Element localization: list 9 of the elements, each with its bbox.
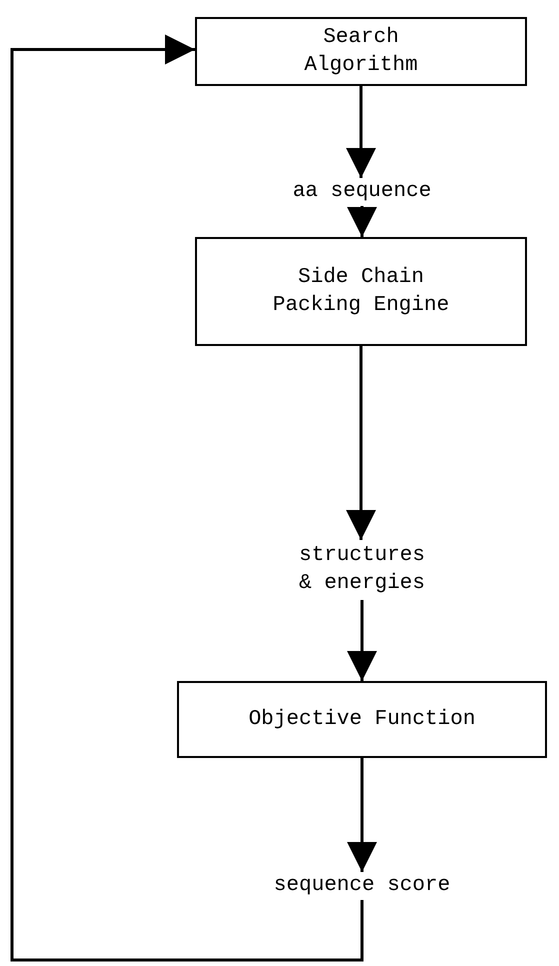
arrow: [346, 346, 376, 540]
arrow: [346, 86, 376, 178]
process-box: Objective Function: [177, 681, 547, 758]
process-box: Side Chain Packing Engine: [195, 237, 527, 346]
arrow: [347, 206, 377, 237]
process-box: Search Algorithm: [195, 17, 527, 86]
arrow: [347, 600, 377, 681]
arrow: [10, 34, 364, 962]
arrow: [347, 758, 377, 872]
